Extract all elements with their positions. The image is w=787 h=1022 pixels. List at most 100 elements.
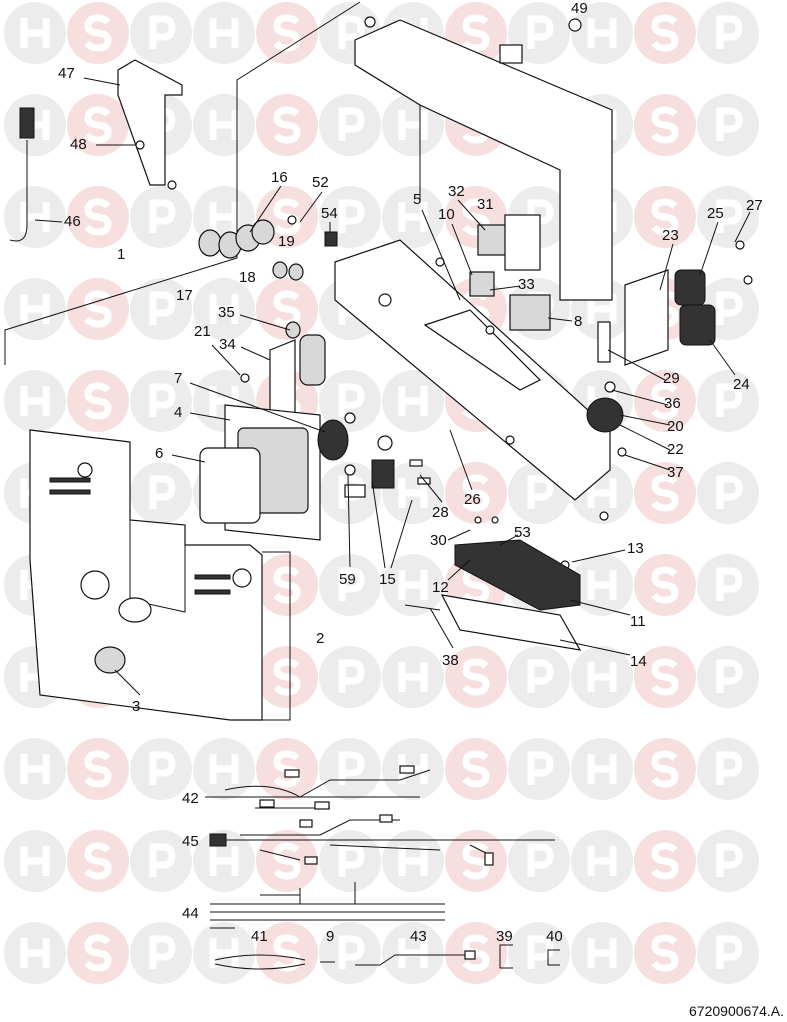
callout-43: 43 — [410, 928, 427, 945]
watermark-p-circle — [130, 922, 192, 984]
cable-glands — [198, 219, 338, 339]
callout-49: 49 — [571, 0, 588, 17]
thermostat-assembly — [586, 269, 716, 433]
watermark-p-circle — [508, 738, 570, 800]
callout-10: 10 — [438, 206, 455, 223]
callout-46: 46 — [64, 213, 81, 230]
callout-6: 6 — [155, 445, 163, 462]
callout-11: 11 — [630, 613, 646, 630]
watermark-s-circle — [256, 94, 318, 156]
callout-45: 45 — [182, 833, 199, 850]
watermark-p-circle — [130, 186, 192, 248]
wiring-harnesses — [205, 765, 560, 970]
callout-22: 22 — [667, 441, 684, 458]
watermark-p-circle — [508, 2, 570, 64]
watermark-s-circle — [67, 278, 129, 340]
watermark-p-circle — [697, 94, 759, 156]
watermark-p-circle — [319, 922, 381, 984]
callout-3: 3 — [132, 698, 140, 715]
callout-24: 24 — [733, 376, 750, 393]
watermark-s-circle — [256, 830, 318, 892]
watermark-s-circle — [634, 94, 696, 156]
callout-9: 9 — [326, 928, 334, 945]
watermark-s-circle — [67, 738, 129, 800]
watermark-s-circle — [256, 554, 318, 616]
watermark-s-circle — [67, 186, 129, 248]
callout-19: 19 — [278, 233, 295, 250]
watermark-h-circle — [571, 922, 633, 984]
watermark-h-circle — [382, 922, 444, 984]
watermark-h-circle — [382, 370, 444, 432]
callout-18: 18 — [239, 269, 256, 286]
watermark-p-circle — [130, 462, 192, 524]
watermark-s-circle — [445, 922, 507, 984]
watermark-s-circle — [445, 462, 507, 524]
callout-32: 32 — [448, 183, 465, 200]
callout-4: 4 — [174, 404, 182, 421]
watermark-s-circle — [634, 738, 696, 800]
watermark-p-circle — [319, 738, 381, 800]
watermark-h-circle — [4, 186, 66, 248]
watermark-p-circle — [130, 370, 192, 432]
watermark-s-circle — [445, 646, 507, 708]
watermark-s-circle — [445, 830, 507, 892]
watermark-s-circle — [67, 370, 129, 432]
callout-47: 47 — [58, 65, 75, 82]
watermark-p-circle — [508, 646, 570, 708]
callout-13: 13 — [627, 540, 644, 557]
callout-29: 29 — [663, 370, 680, 387]
callout-34: 34 — [219, 336, 236, 353]
watermark-s-circle — [634, 922, 696, 984]
callout-16: 16 — [271, 169, 288, 186]
watermark-s-circle — [67, 830, 129, 892]
callout-48: 48 — [70, 136, 87, 153]
callout-15: 15 — [379, 571, 396, 588]
callout-39: 39 — [496, 928, 513, 945]
watermark-h-circle — [571, 738, 633, 800]
watermark-h-circle — [382, 646, 444, 708]
watermark-h-circle — [382, 830, 444, 892]
callout-1: 1 — [117, 246, 125, 263]
watermark-p-circle — [319, 370, 381, 432]
watermark-s-circle — [67, 94, 129, 156]
watermark-s-circle — [634, 2, 696, 64]
watermark-h-circle — [4, 2, 66, 64]
callout-26: 26 — [464, 491, 481, 508]
callout-41: 41 — [251, 928, 268, 945]
watermark-p-circle — [319, 94, 381, 156]
terminal-block — [404, 539, 582, 651]
watermark-p-circle — [508, 830, 570, 892]
watermark-h-circle — [193, 922, 255, 984]
callout-42: 42 — [182, 790, 199, 807]
callout-37: 37 — [667, 464, 684, 481]
watermark-s-circle — [634, 370, 696, 432]
watermark-h-circle — [4, 738, 66, 800]
watermark-h-circle — [193, 94, 255, 156]
watermark-p-circle — [130, 738, 192, 800]
callout-59: 59 — [339, 571, 356, 588]
watermark-h-circle — [571, 830, 633, 892]
screws — [135, 16, 753, 570]
housing-cover — [354, 19, 613, 301]
watermark-p-circle — [697, 462, 759, 524]
callout-52: 52 — [312, 174, 329, 191]
front-panel — [29, 429, 263, 721]
callout-30: 30 — [430, 532, 447, 549]
watermark-s-circle — [445, 738, 507, 800]
callout-31: 31 — [477, 196, 494, 213]
callout-33: 33 — [518, 276, 535, 293]
watermark-p-circle — [319, 646, 381, 708]
callout-23: 23 — [662, 227, 679, 244]
callout-53: 53 — [514, 524, 531, 541]
watermark-h-circle — [193, 2, 255, 64]
callout-36: 36 — [664, 395, 681, 412]
watermark-h-circle — [193, 278, 255, 340]
watermark-h-circle — [571, 554, 633, 616]
watermark-p-circle — [130, 830, 192, 892]
watermark-h-circle — [193, 738, 255, 800]
watermark-h-circle — [193, 830, 255, 892]
watermark-p-circle — [130, 278, 192, 340]
watermark-s-circle — [634, 646, 696, 708]
